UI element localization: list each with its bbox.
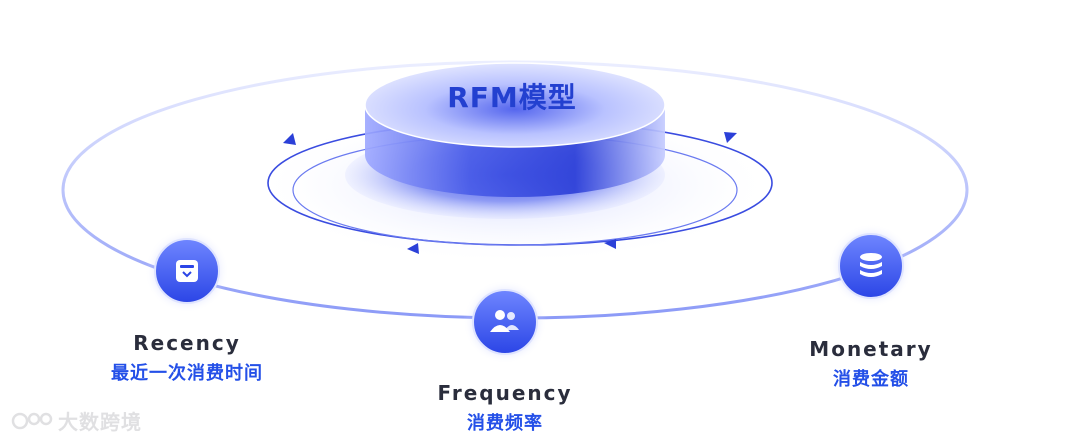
frequency-label-en: Frequency bbox=[437, 381, 573, 405]
label-monetary: Monetary 消费金额 bbox=[809, 336, 932, 394]
label-frequency: Frequency 消费频率 bbox=[437, 380, 572, 438]
logo-icon bbox=[11, 412, 53, 429]
coins-icon bbox=[860, 253, 882, 277]
node-recency bbox=[145, 229, 229, 313]
ring-arrow-icon bbox=[724, 132, 737, 143]
ring-arrow-icon bbox=[283, 133, 296, 145]
disk-top bbox=[364, 62, 666, 148]
monetary-label-zh: 消费金额 bbox=[833, 369, 909, 390]
recency-label-en: Recency bbox=[133, 331, 241, 355]
frequency-label-zh: 消费频率 bbox=[467, 413, 543, 434]
node-frequency bbox=[463, 280, 547, 364]
ring-arrow-icon bbox=[407, 243, 419, 254]
ring-arrow-icon bbox=[604, 239, 616, 249]
label-recency: Recency 最近一次消费时间 bbox=[111, 330, 263, 388]
watermark: 大数跨境 bbox=[10, 406, 142, 435]
watermark-text: 大数跨境 bbox=[58, 410, 142, 434]
recency-label-zh: 最近一次消费时间 bbox=[111, 363, 263, 384]
users-icon bbox=[490, 310, 519, 332]
monetary-label-en: Monetary bbox=[809, 337, 933, 361]
diagram-title: RFM模型 bbox=[447, 81, 577, 114]
node-monetary bbox=[829, 224, 913, 308]
calendar-icon bbox=[176, 260, 198, 282]
